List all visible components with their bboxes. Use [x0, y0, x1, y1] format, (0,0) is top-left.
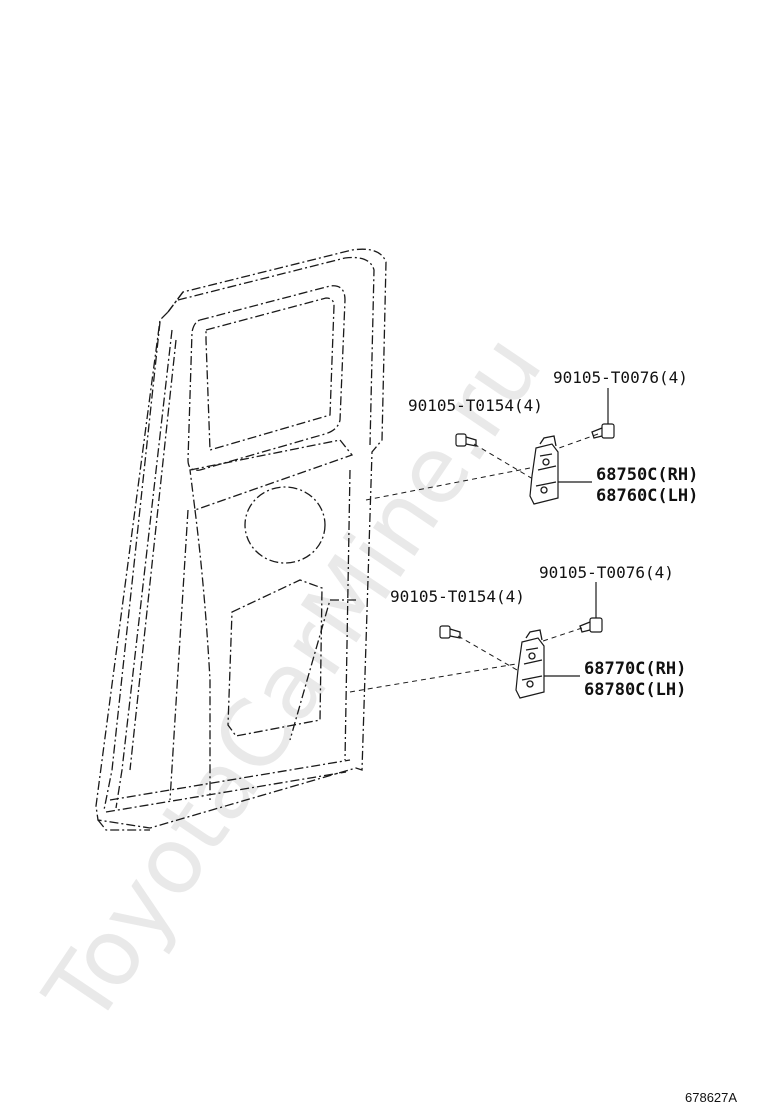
bolt-icon — [579, 617, 603, 633]
lower-part-rh-label: 68770C(RH) — [584, 659, 686, 679]
bolt-icon — [591, 423, 615, 439]
door-panel-icon — [95, 248, 387, 831]
lower-part-lh-label: 68780C(LH) — [584, 680, 686, 700]
lower-bolt-left-line — [457, 635, 525, 675]
hinge-icon — [515, 629, 545, 699]
lower-bolt-right-label: 90105-T0076(4) — [539, 563, 674, 582]
lower-bolt-left-label: 90105-T0154(4) — [390, 587, 525, 606]
lower-mount-line — [349, 663, 517, 693]
upper-part-rh-label: 68750C(RH) — [596, 465, 698, 485]
bolt-icon — [455, 433, 477, 447]
upper-mount-line — [365, 467, 531, 501]
bolt-icon — [439, 625, 461, 639]
hinge-icon — [529, 435, 559, 505]
upper-bolt-left-line — [473, 443, 539, 483]
upper-bolt-right-label: 90105-T0076(4) — [553, 368, 688, 387]
watermark: ToyotaCarMine.ru — [24, 316, 563, 1043]
upper-part-lh-label: 68760C(LH) — [596, 486, 698, 506]
upper-bolt-left-label: 90105-T0154(4) — [408, 396, 543, 415]
figure-number: 678627A — [685, 1090, 737, 1105]
